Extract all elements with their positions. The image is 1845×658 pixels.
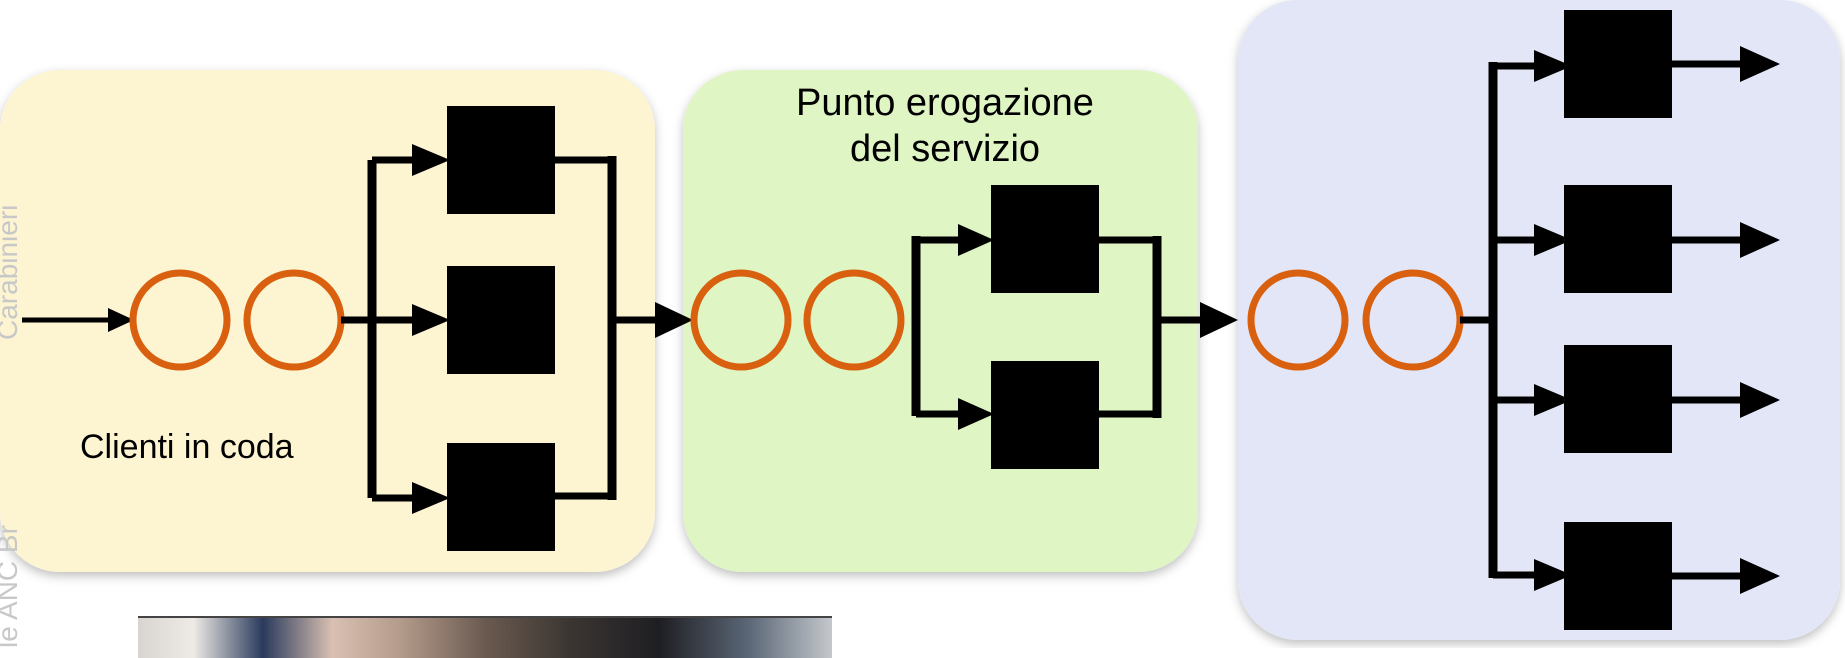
service-point-label-line1: Punto erogazione [796, 82, 1094, 124]
arrow-head [1740, 46, 1780, 82]
arrow-head [1534, 50, 1572, 82]
video-thumbnail [138, 616, 832, 658]
arrow-head [412, 144, 450, 176]
arrow-head [412, 304, 450, 336]
arrow-head [412, 482, 450, 514]
arrow-head [1200, 302, 1238, 338]
panel-stage-3 [1238, 0, 1840, 640]
queue-circle [803, 269, 905, 371]
arrow-head [958, 224, 994, 256]
arrow-head [1534, 559, 1572, 591]
server-box [1564, 10, 1672, 118]
queue-circle [129, 269, 231, 371]
arrow-head [1534, 384, 1572, 416]
server-box [991, 361, 1099, 469]
arrow-head [655, 302, 693, 338]
server-box [1564, 185, 1672, 293]
server-box [991, 185, 1099, 293]
watermark-text-top: Carabinieri [0, 204, 23, 340]
arrow-head [958, 398, 994, 430]
queue-circle [1247, 269, 1349, 371]
watermark-text-bottom: le ANC Br [0, 525, 23, 648]
input-arrow-head [108, 308, 134, 332]
queue-circle [690, 269, 792, 371]
server-box [1564, 345, 1672, 453]
service-point-label: Punto erogazione del servizio [745, 80, 1145, 172]
arrow-head [1740, 222, 1780, 258]
server-box [447, 106, 555, 214]
arrow-head [1534, 224, 1572, 256]
arrow-head [1740, 558, 1780, 594]
arrow-head [1740, 382, 1780, 418]
server-box [447, 266, 555, 374]
server-box [447, 443, 555, 551]
service-point-label-line2: del servizio [849, 128, 1041, 170]
clients-in-queue-label: Clienti in coda [80, 428, 294, 466]
server-box [1564, 522, 1672, 630]
